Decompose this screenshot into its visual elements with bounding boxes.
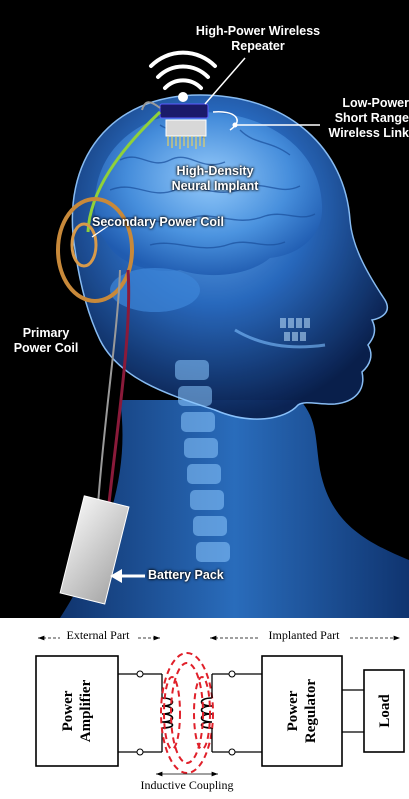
terminal (229, 749, 235, 755)
neural-implant-illustration: High-Power Wireless Repeater Low-Power S… (0, 0, 409, 618)
terminal (229, 671, 235, 677)
circuit-diagram: External Part Implanted Part Power Ampli… (0, 618, 409, 794)
cerebellum (110, 268, 200, 312)
inductive-coupling-label: Inductive Coupling (141, 778, 234, 792)
wireless-signal-icon (151, 53, 215, 100)
load-label: Load (377, 694, 393, 728)
power-amplifier-label-line2: Amplifier (78, 679, 94, 742)
primary-coil-label: Primary Power Coil (6, 326, 86, 356)
power-regulator-label-line1: Power (285, 690, 301, 731)
repeater-label: High-Power Wireless Repeater (193, 24, 323, 54)
power-regulator-box (262, 656, 342, 766)
power-amplifier-label-line1: Power (60, 690, 76, 731)
power-amplifier-box (36, 656, 118, 766)
implant-label: High-Density Neural Implant (160, 164, 270, 194)
head-xray-graphic (0, 0, 409, 618)
terminal (137, 671, 143, 677)
power-regulator-label-line2: Regulator (303, 679, 319, 743)
implanted-part-label: Implanted Part (269, 628, 341, 642)
terminal (137, 749, 143, 755)
battery-pack-label: Battery Pack (148, 568, 224, 583)
external-part-label: External Part (67, 628, 131, 642)
secondary-coil-label: Secondary Power Coil (92, 215, 224, 230)
neural-implant-chip (166, 120, 206, 136)
wireless-repeater (160, 104, 208, 118)
wireless-power-circuit: External Part Implanted Part Power Ampli… (0, 618, 409, 794)
low-power-link-label: Low-Power Short Range Wireless Link (322, 96, 409, 141)
